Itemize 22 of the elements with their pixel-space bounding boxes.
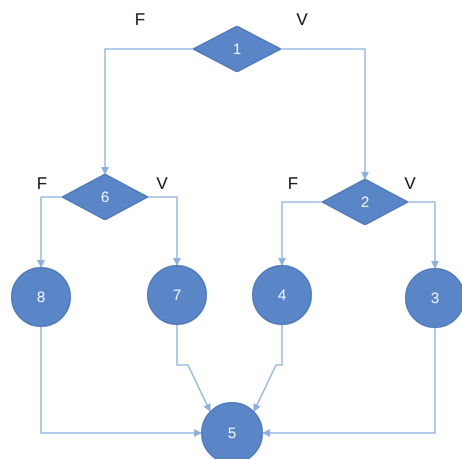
arrow: [37, 196, 62, 268]
arrow: [176, 325, 211, 412]
node-number: 8: [36, 288, 46, 306]
arrow: [101, 48, 193, 175]
node-number: 7: [172, 286, 182, 304]
arrow: [278, 201, 322, 266]
node-number: 3: [430, 290, 440, 306]
decision-diamond: [193, 26, 281, 72]
decision-diamond: [62, 174, 148, 220]
node-number: 4: [278, 286, 286, 304]
arrow: [148, 196, 181, 266]
arrow: [253, 325, 283, 412]
arrow: [408, 201, 439, 269]
arrow: [281, 48, 369, 180]
node-number: 1: [232, 40, 242, 58]
node-number: 6: [100, 188, 110, 206]
node-circle: [405, 268, 462, 328]
arrow: [262, 328, 436, 437]
arrow: [40, 327, 202, 437]
node-number: 5: [228, 424, 236, 442]
node-number: 2: [360, 194, 370, 210]
node-circle: [201, 402, 263, 459]
